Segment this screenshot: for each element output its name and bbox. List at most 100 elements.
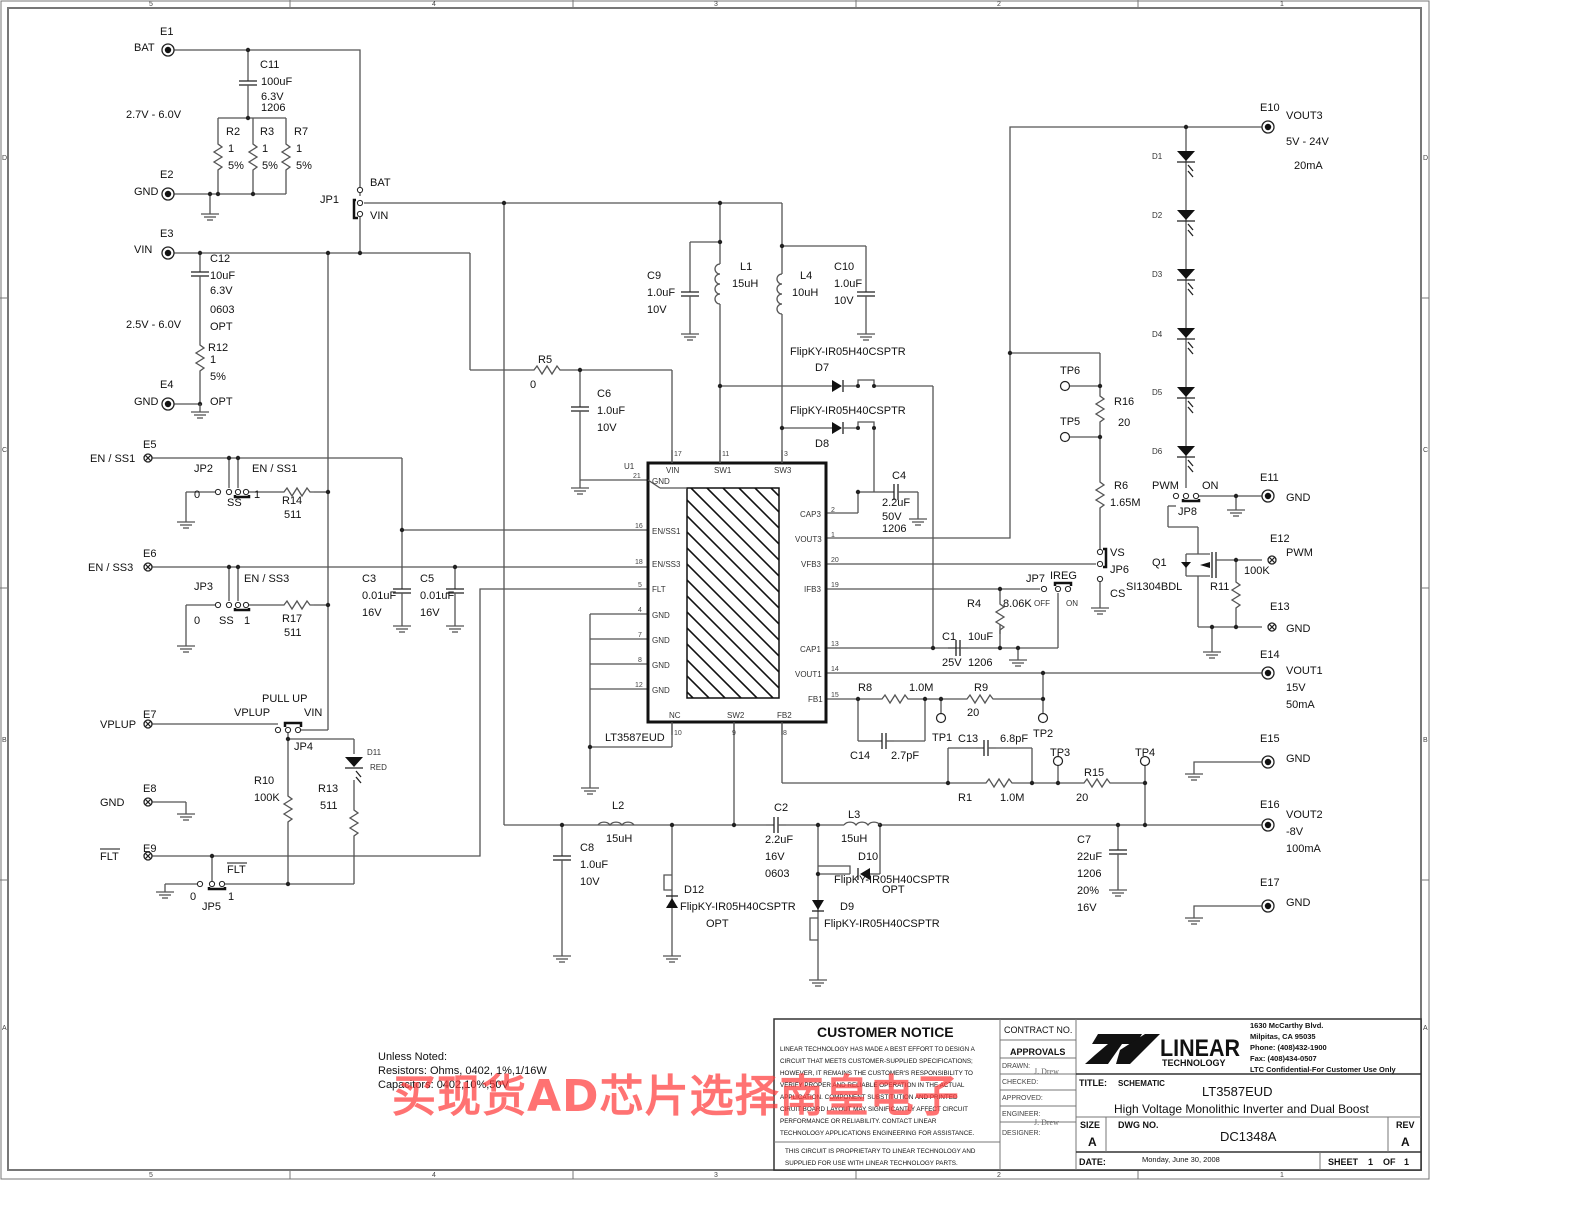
testpoint-tp3 — [1052, 755, 1064, 767]
value-label: 1 — [254, 489, 260, 501]
pin-name: IFB3 — [804, 585, 821, 594]
customer-notice-line: APPLICATION. COMPONENT SUBSTITUTION AND … — [780, 1094, 958, 1101]
pin-number: 17 — [674, 451, 682, 458]
ref-label: C12 — [210, 253, 230, 265]
pin-name: GND — [652, 611, 670, 620]
value-label: 1206 — [882, 523, 906, 535]
ref-label: C8 — [580, 842, 594, 854]
terminal-ref: E6 — [143, 548, 156, 560]
pad-hatch-line — [706, 488, 779, 562]
pin-number: 11 — [722, 451, 729, 458]
zone-col-label: 4 — [432, 1172, 436, 1179]
customer-notice-line: PERFORMANCE OR RELIABILITY. CONTACT LINE… — [780, 1118, 937, 1125]
ref-label: C7 — [1077, 834, 1091, 846]
pin-number: 21 — [633, 473, 641, 480]
value-label: PWM — [1152, 480, 1179, 492]
value-label: 1206 — [1077, 868, 1101, 880]
pad-hatch-line — [687, 658, 726, 698]
zone-row-label: A — [2, 1025, 7, 1032]
value-label: EN / SS3 — [244, 573, 289, 585]
terminal-ref: E4 — [160, 379, 173, 391]
ref-label: JP1 — [320, 194, 339, 206]
terminal-e4 — [161, 397, 175, 411]
terminal-net: GND — [100, 797, 125, 809]
zone-col-label: 2 — [997, 1172, 1001, 1179]
terminal-note: 20mA — [1294, 160, 1323, 172]
terminal-ref: E10 — [1260, 102, 1280, 114]
ref-label: JP8 — [1178, 506, 1197, 518]
value-label: 20 — [1118, 417, 1130, 429]
terminal-ref: E17 — [1260, 877, 1280, 889]
vin-range: 2.5V - 6.0V — [126, 319, 182, 331]
capacitor-c13 — [975, 739, 997, 757]
pin-number: 8 — [783, 730, 787, 737]
proprietary-line: SUPPLIED FOR USE WITH LINEAR TECHNOLOGY … — [785, 1160, 958, 1167]
proprietary-line: THIS CIRCUIT IS PROPRIETARY TO LINEAR TE… — [785, 1148, 976, 1155]
symbols — [143, 43, 1277, 987]
drawing-frame — [0, 0, 1430, 1180]
resistor-r1 — [981, 778, 1017, 788]
ref-label: R17 — [282, 613, 302, 625]
address-line: Phone: (408)432-1900 — [1250, 1043, 1327, 1052]
ref-label: R8 — [858, 682, 872, 694]
value-label: 0603 — [765, 868, 789, 880]
pin-number: 5 — [638, 582, 642, 589]
ref-label: TP1 — [932, 732, 952, 744]
diode-d12 — [663, 874, 678, 908]
resistor-r16 — [1095, 391, 1105, 427]
inductor-l1 — [714, 263, 721, 305]
capacitor-c9 — [680, 283, 700, 305]
pin-name: SW1 — [714, 466, 732, 475]
value-label: 20 — [967, 707, 979, 719]
terminal-e16 — [1261, 818, 1275, 832]
ref-label: D10 — [858, 851, 878, 863]
note-line: Unless Noted: — [378, 1051, 447, 1063]
zone-col-label: 3 — [714, 1172, 718, 1179]
jumper-jp5 — [196, 880, 227, 891]
value-label: 0.01uF — [362, 590, 397, 602]
note-line: Resistors: Ohms, 0402, 1%,1/16W — [378, 1065, 547, 1077]
zone-col-label: 3 — [714, 1, 718, 8]
pin-number: 7 — [638, 632, 642, 639]
customer-notice-line: CIRUIT BOARD LAYOUT MAY SIGNIFICANTLY AF… — [780, 1106, 968, 1113]
ref-label: D4 — [1152, 330, 1163, 339]
terminal-e7 — [143, 719, 153, 729]
terminal-ref: E2 — [160, 169, 173, 181]
zone-labels: 5 4 3 2 1 5 4 3 2 1 D C B A D C B A — [2, 1, 1428, 1179]
ref-label: R12 — [208, 342, 228, 354]
date-label: DATE: — [1079, 1157, 1106, 1167]
terminal-net: GND — [1286, 492, 1311, 504]
terminal-net: EN / SS1 — [90, 453, 135, 465]
terminal-ref: E13 — [1270, 601, 1290, 613]
pad-hatch-line — [687, 594, 779, 690]
value-label: 1206 — [261, 102, 285, 114]
value-label: VIN — [370, 210, 388, 222]
ref-label: Q1 — [1152, 557, 1167, 569]
zone-row-label: C — [1423, 447, 1428, 454]
pin-name: CAP3 — [800, 510, 821, 519]
resistor-r5 — [529, 365, 565, 375]
terminal-ref: E11 — [1260, 472, 1279, 484]
pin-number: 9 — [732, 730, 736, 737]
ref-label: D11 — [367, 748, 382, 757]
diode-d7 — [832, 379, 876, 392]
of-value: 1 — [1404, 1157, 1409, 1167]
value-label: 0 — [194, 489, 200, 501]
ref-label: C13 — [958, 733, 978, 745]
value-label: 1 — [210, 354, 216, 366]
terminal-note: 50mA — [1286, 699, 1315, 711]
title-line-2: High Voltage Monolithic Inverter and Dua… — [1114, 1102, 1369, 1116]
ref-label: C14 — [850, 750, 870, 762]
pin-number: 19 — [831, 582, 839, 589]
pad-hatch-line — [687, 530, 779, 626]
value-label: 10uF — [210, 270, 235, 282]
value-label: 1 — [296, 143, 302, 155]
pin-number: 18 — [635, 559, 643, 566]
terminal-ref: E15 — [1260, 733, 1280, 745]
address-line: Fax: (408)434-0507 — [1250, 1054, 1317, 1063]
pin-name: EN/SS1 — [652, 527, 681, 536]
value-label: 16V — [1077, 902, 1097, 914]
terminal-net: EN / SS3 — [88, 562, 133, 574]
value-label: IREG — [1050, 570, 1077, 582]
ic-u1 — [646, 450, 828, 735]
